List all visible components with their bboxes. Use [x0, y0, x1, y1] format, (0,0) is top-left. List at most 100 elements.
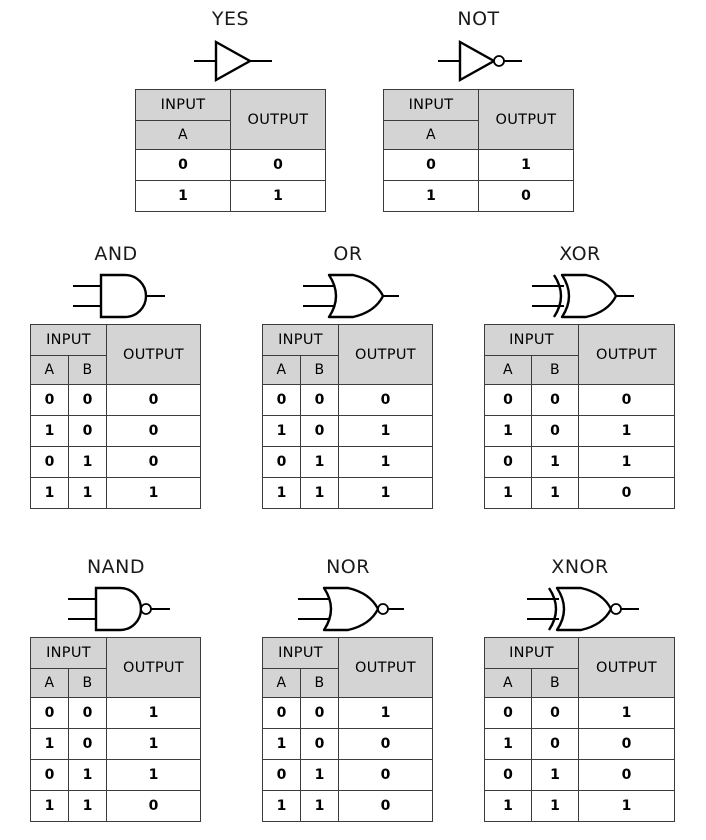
cell-out: 0 [578, 728, 675, 760]
table-row: 0 1 1 [484, 446, 675, 478]
cell-a: 1 [30, 728, 69, 760]
table-row: 1 1 [135, 180, 326, 212]
cell-b: 1 [68, 790, 107, 822]
th-output: OUTPUT [578, 637, 675, 698]
table-row: 1 1 0 [262, 790, 433, 822]
cell-out: 0 [578, 384, 675, 416]
cell-a: 1 [30, 415, 69, 447]
th-output: OUTPUT [230, 89, 326, 150]
inversion-bubble-icon [140, 603, 152, 615]
truth-table-xnor: INPUT OUTPUT A B 0 0 1 1 0 0 0 1 0 [484, 637, 675, 822]
th-b: B [300, 355, 339, 385]
gate-title-or: OR [333, 243, 363, 265]
gate-block-nand: NAND INPUT OUTPUT A B 0 0 1 [30, 558, 202, 822]
cell-out: 1 [106, 759, 201, 791]
table-row: 0 0 1 [484, 697, 675, 729]
truth-table-nor: INPUT OUTPUT A B 0 0 1 1 0 0 0 1 0 [262, 637, 433, 822]
th-input: INPUT [484, 637, 579, 669]
gate-title-yes: YES [211, 8, 250, 30]
th-input: INPUT [30, 324, 107, 356]
cell-out: 1 [106, 477, 201, 509]
gate-title-xnor: XNOR [551, 556, 609, 578]
th-output: OUTPUT [338, 324, 433, 385]
table-row: 0 0 1 [262, 697, 433, 729]
th-b: B [68, 355, 107, 385]
cell-a: 1 [262, 790, 301, 822]
table-row: 0 1 1 [262, 446, 433, 478]
gate-block-and: AND INPUT OUTPUT A B 0 0 0 [30, 245, 202, 509]
cell-out: 0 [338, 728, 433, 760]
table-row: 0 0 1 [30, 697, 201, 729]
gate-block-or: OR INPUT OUTPUT A B 0 0 0 [262, 245, 434, 509]
cell-out: 0 [106, 790, 201, 822]
truth-table-xor: INPUT OUTPUT A B 0 0 0 1 0 1 0 1 1 [484, 324, 675, 509]
table-row: 1 0 0 [484, 728, 675, 760]
cell-a: 1 [484, 415, 532, 447]
th-b: B [68, 668, 107, 698]
buffer-gate-symbol [135, 33, 326, 89]
inversion-bubble-icon [610, 603, 622, 615]
cell-out: 0 [338, 790, 433, 822]
cell-out: 0 [106, 384, 201, 416]
th-b: B [531, 355, 579, 385]
table-row: 0 1 1 [30, 759, 201, 791]
cell-out: 1 [578, 415, 675, 447]
cell-out: 1 [338, 415, 433, 447]
table-row: 1 1 0 [30, 790, 201, 822]
cell-out: 1 [478, 149, 574, 181]
table-row: 1 0 0 [262, 728, 433, 760]
cell-a: 0 [484, 697, 532, 729]
cell-b: 0 [68, 384, 107, 416]
truth-table-not: INPUT OUTPUT A 0 1 1 0 [383, 89, 574, 212]
gate-title-nor: NOR [326, 556, 370, 578]
gate-block-xor: XOR INPUT OUTPUT A B 0 0 0 [484, 245, 676, 509]
th-a: A [262, 668, 301, 698]
cell-out: 1 [106, 728, 201, 760]
table-row: 0 1 [383, 149, 574, 181]
not-gate-symbol [383, 33, 574, 89]
cell-out: 0 [106, 415, 201, 447]
xor-gate-symbol [484, 268, 676, 324]
cell-b: 1 [531, 477, 579, 509]
cell-a: 1 [262, 728, 301, 760]
cell-a: 0 [30, 759, 69, 791]
cell-b: 1 [300, 446, 339, 478]
cell-out: 1 [338, 477, 433, 509]
truth-table-nand: INPUT OUTPUT A B 0 0 1 1 0 1 0 1 1 [30, 637, 201, 822]
gate-title-and: AND [94, 243, 138, 265]
cell-a: 1 [383, 180, 479, 212]
th-a: A [30, 355, 69, 385]
cell-a: 0 [30, 697, 69, 729]
cell-out: 0 [230, 149, 326, 181]
cell-a: 0 [30, 384, 69, 416]
cell-b: 0 [68, 415, 107, 447]
table-row: 1 1 1 [484, 790, 675, 822]
cell-a: 1 [30, 477, 69, 509]
cell-a: 0 [262, 697, 301, 729]
table-row: 0 1 0 [262, 759, 433, 791]
cell-b: 1 [300, 790, 339, 822]
and-gate-symbol [30, 268, 202, 324]
gate-block-not: NOT INPUT OUTPUT A 0 1 1 0 [383, 10, 574, 212]
cell-out: 1 [338, 697, 433, 729]
th-b: B [300, 668, 339, 698]
table-row: 1 0 1 [484, 415, 675, 447]
gate-title-xor: XOR [559, 243, 601, 265]
nor-gate-symbol [262, 581, 434, 637]
cell-a: 0 [383, 149, 479, 181]
cell-a: 1 [484, 790, 532, 822]
truth-table-yes: INPUT OUTPUT A 0 0 1 1 [135, 89, 326, 212]
gate-block-nor: NOR INPUT OUTPUT A B 0 0 1 [262, 558, 434, 822]
cell-out: 1 [578, 790, 675, 822]
th-input: INPUT [484, 324, 579, 356]
truth-table-or: INPUT OUTPUT A B 0 0 0 1 0 1 0 1 1 [262, 324, 433, 509]
table-row: 1 1 1 [30, 477, 201, 509]
cell-b: 1 [300, 759, 339, 791]
cell-a: 1 [30, 790, 69, 822]
cell-a: 1 [484, 477, 532, 509]
th-output: OUTPUT [478, 89, 574, 150]
cell-a: 1 [484, 728, 532, 760]
cell-out: 1 [578, 697, 675, 729]
cell-out: 0 [578, 477, 675, 509]
cell-a: 0 [262, 759, 301, 791]
